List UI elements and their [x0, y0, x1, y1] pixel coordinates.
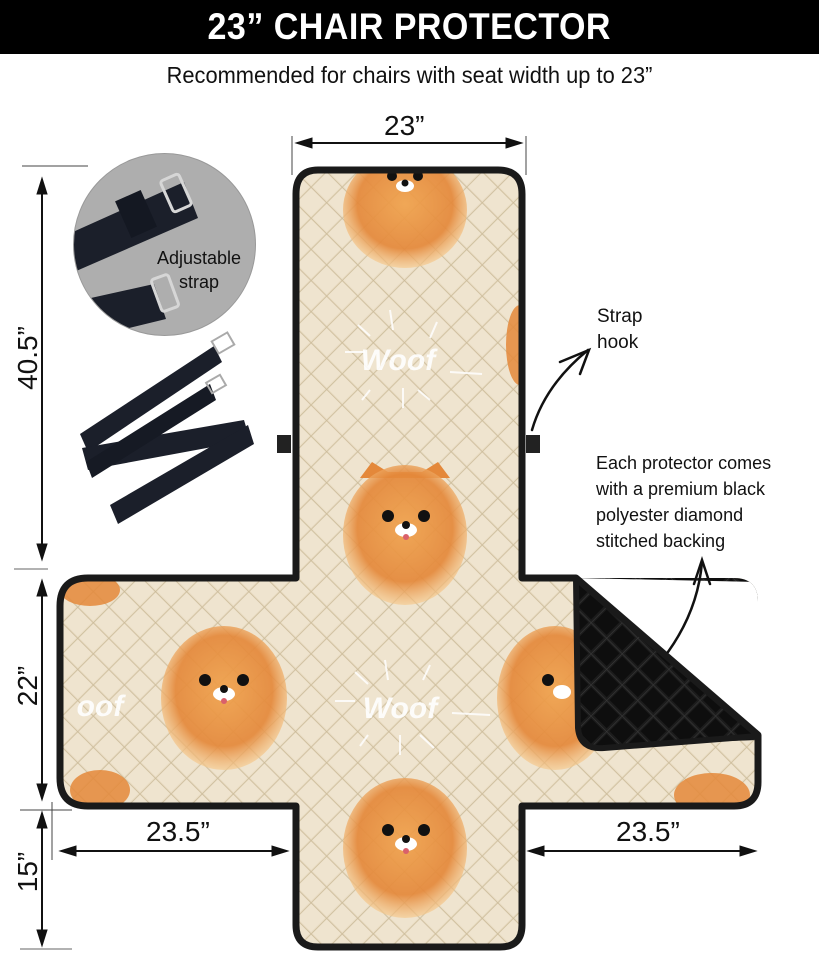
woof-motif-upper [345, 309, 483, 408]
cover-border [56, 166, 762, 951]
dimension-left-arm [58, 845, 290, 857]
woof-text-center: Woof [363, 692, 440, 725]
adjustable-strap-inset: Adjustable strap [73, 153, 256, 336]
dimension-label-right-arm: 23.5” [616, 816, 680, 847]
strap-hook-marker-left [277, 435, 291, 453]
dimension-label-left-arm: 23.5” [146, 816, 210, 847]
page-title: 23” CHAIR PROTECTOR [207, 6, 612, 47]
dimension-front-height [20, 810, 72, 950]
adjustable-strap-label: Adjustable strap [156, 248, 242, 292]
woof-text-upper: Woof [361, 344, 438, 377]
cover-fabric: Woof Woof oof [56, 166, 762, 951]
dog-motif-bottom [343, 778, 467, 918]
dog-motif-left [161, 626, 287, 770]
backing-callout: Each protector comes with a premium blac… [596, 453, 772, 551]
dimension-label-top-width: 23” [384, 110, 425, 141]
woof-motif-center [335, 659, 491, 755]
dimension-top-width [291, 136, 527, 175]
woof-text-left: oof [77, 690, 127, 723]
header-bar: 23” CHAIR PROTECTOR [0, 0, 819, 54]
dimension-label-front-height: 15” [12, 851, 43, 893]
strap-buckle-icon [74, 172, 198, 335]
dog-motif-center [343, 462, 467, 605]
strap-hook-arrow [530, 347, 592, 432]
strap-hook-marker-right [526, 435, 540, 453]
dimension-label-seat-height: 22” [12, 665, 43, 707]
fold-edge [573, 577, 759, 752]
dimension-right-arm [526, 845, 758, 857]
dimension-seat-height [20, 578, 72, 860]
subtitle: Recommended for chairs with seat width u… [166, 62, 653, 88]
strap-hook-callout: Strap hook [597, 306, 643, 353]
loose-straps [80, 331, 254, 524]
backing-arrow [666, 556, 712, 654]
dimension-label-back-height: 40.5” [12, 326, 43, 390]
dimension-back-height [14, 165, 88, 570]
